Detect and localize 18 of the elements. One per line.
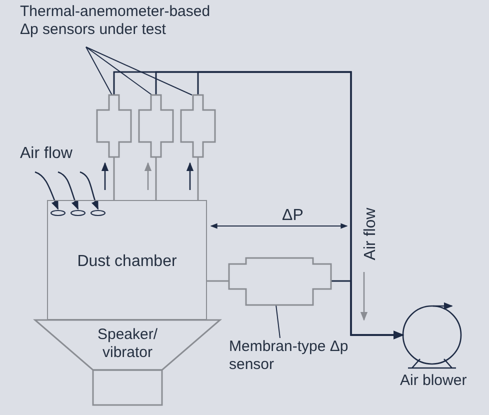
pipe-line <box>197 157 199 200</box>
leader-line <box>86 46 192 96</box>
pipe-line <box>113 157 115 200</box>
chamber-label: Dust chamber <box>76 253 178 271</box>
pressure-label: ΔP <box>282 207 304 225</box>
pipe-line <box>155 157 157 200</box>
leader-line <box>86 46 152 96</box>
pipe-line <box>331 280 404 340</box>
speaker-label: Speaker/ vibrator <box>96 326 159 362</box>
sensor-group-label: Thermal-anemometer-based Δp sensors under test <box>20 3 212 39</box>
flow-label: Air flow <box>362 208 380 260</box>
leader-line <box>86 46 112 96</box>
sensor-label: Membran-type Δp sensor <box>229 338 349 374</box>
flow-label: Air flow <box>20 145 72 163</box>
leader-line <box>276 304 280 338</box>
chamber-box <box>47 200 207 320</box>
pipe-line <box>207 280 229 282</box>
blower-label: Air blower <box>400 372 467 390</box>
